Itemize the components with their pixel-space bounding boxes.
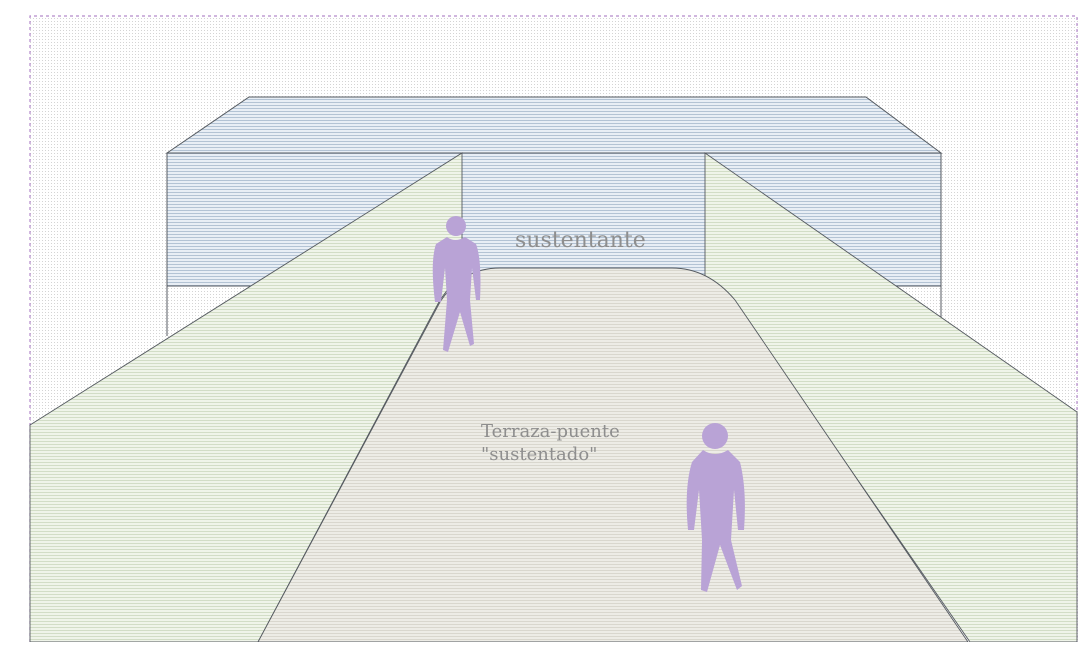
person-figure-small bbox=[432, 216, 481, 352]
label-sustentante: sustentante bbox=[515, 228, 646, 253]
label-terraza-puente: Terraza-puente bbox=[481, 421, 620, 442]
label-sustentado: "sustentado" bbox=[481, 444, 597, 465]
person-figure-large bbox=[686, 423, 745, 592]
box-top-face bbox=[165, 96, 943, 154]
frame-border bbox=[29, 15, 1078, 642]
